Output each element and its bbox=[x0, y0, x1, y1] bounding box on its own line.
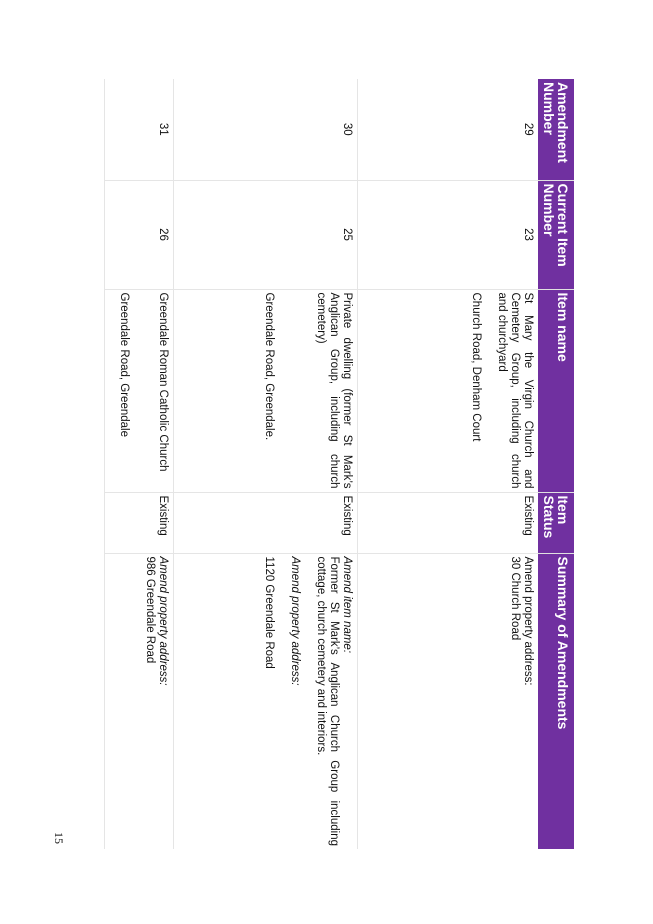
page-number: 15 bbox=[52, 832, 66, 844]
summary-cell: Amend property address: 986 Greendale Ro… bbox=[105, 553, 174, 849]
summary-line: Amend property address: bbox=[522, 556, 534, 686]
header-amendment-number: Amendment Number bbox=[538, 79, 574, 180]
header-item-name: Item name bbox=[538, 289, 574, 492]
item-name: St Mary the Virgin Church and Cemetery G… bbox=[496, 292, 534, 489]
current-item-number-cell: 26 bbox=[104, 180, 174, 289]
item-name-cell: Private dwelling (former St Mark’s Angli… bbox=[173, 289, 358, 492]
item-address: Greendale Road, Greendale bbox=[118, 292, 130, 438]
item-status-cell: Existing bbox=[357, 492, 538, 553]
summary-line: 30 Church Road bbox=[509, 556, 521, 641]
item-name-cell: Greendale Roman Catholic Church Greendal… bbox=[104, 289, 174, 492]
summary-line: Amend property address: bbox=[157, 556, 169, 686]
header-current-item-number: Current Item Number bbox=[538, 180, 574, 289]
amendments-table: Amendment Number Current Item Number Ite… bbox=[104, 79, 574, 849]
item-address: Church Road, Denham Court bbox=[470, 292, 482, 442]
amendment-number-cell: 30 bbox=[173, 79, 358, 180]
table-row: 30 25 Private dwelling (former St Mark’s… bbox=[173, 79, 358, 849]
table-header-row: Amendment Number Current Item Number Ite… bbox=[538, 79, 574, 849]
summary-line: Amend item name: bbox=[341, 556, 353, 654]
header-summary: Summary of Amendments bbox=[538, 553, 574, 849]
summary-line: Amend property address: bbox=[289, 556, 301, 686]
summary-line: 986 Greendale Road bbox=[144, 556, 156, 664]
rotated-table-container: Amendment Number Current Item Number Ite… bbox=[104, 79, 574, 849]
current-item-number-cell: 23 bbox=[357, 180, 538, 289]
summary-line: 1120 Greendale Road bbox=[263, 556, 275, 669]
summary-line: Former St Mark’s Anglican Church Group i… bbox=[315, 556, 340, 847]
amendment-number-cell: 29 bbox=[357, 79, 538, 180]
table-row: 29 23 St Mary the Virgin Church and Ceme… bbox=[357, 79, 539, 849]
item-name-cell: St Mary the Virgin Church and Cemetery G… bbox=[357, 289, 538, 492]
amendment-number-cell: 31 bbox=[104, 79, 174, 180]
current-item-number-cell: 25 bbox=[173, 180, 358, 289]
table-row: 31 26 Greendale Roman Catholic Church Gr… bbox=[104, 79, 174, 849]
item-name: Greendale Roman Catholic Church bbox=[157, 292, 169, 472]
item-status-cell: Existing bbox=[173, 492, 358, 553]
item-address: Greendale Road, Greendale. bbox=[263, 292, 275, 441]
header-item-status: Item Status bbox=[538, 492, 574, 553]
summary-cell: Amend property address: 30 Church Road bbox=[358, 553, 539, 849]
item-status-cell: Existing bbox=[104, 492, 174, 553]
item-name: Private dwelling (former St Mark’s Angli… bbox=[315, 292, 353, 489]
summary-cell: Amend item name: Former St Mark’s Anglic… bbox=[174, 553, 358, 849]
